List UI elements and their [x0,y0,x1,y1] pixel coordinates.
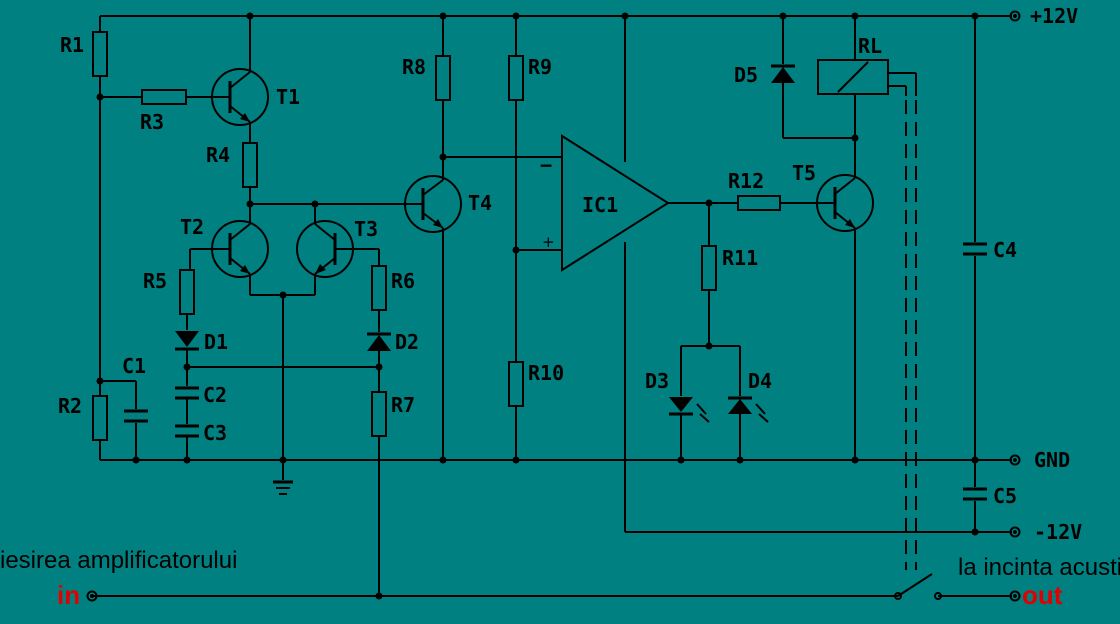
label-r8: R8 [402,55,426,79]
resistor-r5 [179,269,195,315]
resistor-r6 [371,265,387,311]
label-c3: C3 [203,421,227,445]
label-t3: T3 [354,217,378,241]
label-r10: R10 [528,361,564,385]
r11-led-branch [669,203,769,464]
label-minus12: -12V [1034,520,1082,544]
terminal-minus12 [1009,526,1021,538]
label-ic1: IC1 [582,193,618,217]
input-terminal-label: in [57,580,80,610]
resistor-r8-branch [435,12,562,180]
transistor-t1 [211,12,269,143]
output-terminal-label: out [1022,580,1063,610]
label-rl: RL [858,34,882,58]
resistor-r12-branch [737,195,816,211]
r9-r10-divider [508,12,562,464]
resistor-r10 [508,361,524,407]
terminal-in [86,590,98,602]
label-r3: R3 [140,110,164,134]
relay-coil [817,59,889,95]
terminal-plus12 [1009,10,1021,22]
input-caption: iesirea amplificatorului [0,547,237,574]
diode-d2 [367,335,391,351]
resistor-r2 [92,395,108,441]
ic1-minus-pin: − [540,153,552,177]
label-t2: T2 [180,215,204,239]
resistor-r11 [701,245,717,291]
relay-rl [817,12,942,600]
led-d3 [669,397,693,412]
resistor-r4-branch [242,142,404,222]
label-r7: R7 [391,393,415,417]
terminal-gnd [1009,454,1021,466]
resistor-r7 [371,391,387,437]
label-d4: D4 [748,369,772,393]
resistor-r9 [508,55,524,101]
label-r4: R4 [206,143,230,167]
ic1-plus-pin: + [542,233,555,251]
terminal-out [1009,590,1021,602]
transistor-t3 [296,204,380,295]
capacitor-c1 [100,380,148,464]
r5-d1-c2-c3-branch [175,269,379,464]
opamp-ic1 [561,12,738,532]
label-r12: R12 [728,169,764,193]
diode-d5 [771,67,795,83]
label-d3: D3 [645,369,669,393]
label-r11: R11 [722,246,758,270]
label-r9: R9 [528,55,552,79]
label-r2: R2 [58,394,82,418]
label-c4: C4 [993,238,1017,262]
label-r1: R1 [60,33,84,57]
label-t4: T4 [468,191,492,215]
r1-r2-divider [92,16,108,460]
resistor-r1 [92,31,108,77]
label-t1: T1 [276,85,300,109]
transistor-t5 [816,94,874,464]
label-plus12: +12V [1030,4,1078,28]
label-r5: R5 [143,269,167,293]
resistor-r3 [141,89,187,105]
label-t5: T5 [792,161,816,185]
r6-d2-r7-branch [367,265,391,600]
label-r6: R6 [391,269,415,293]
resistor-r8 [435,55,451,101]
label-d5: D5 [734,63,758,87]
led-d4 [728,399,752,414]
capacitors-c4-c5 [963,12,987,536]
label-d2: D2 [395,330,419,354]
terminals [86,10,1021,602]
transistor-t2 [189,220,269,295]
emitter-ground [250,291,315,495]
label-c2: C2 [203,383,227,407]
label-c1: C1 [122,354,146,378]
output-caption: la incinta acustica [958,554,1120,581]
label-c5: C5 [993,484,1017,508]
transistor-t4 [404,175,462,464]
resistor-r4 [242,142,258,188]
resistor-r12 [737,195,781,211]
diode-d1 [175,331,199,347]
label-gnd: GND [1034,448,1070,472]
label-d1: D1 [204,330,228,354]
diode-d5-branch [771,12,855,139]
resistor-r3-branch [100,89,214,105]
